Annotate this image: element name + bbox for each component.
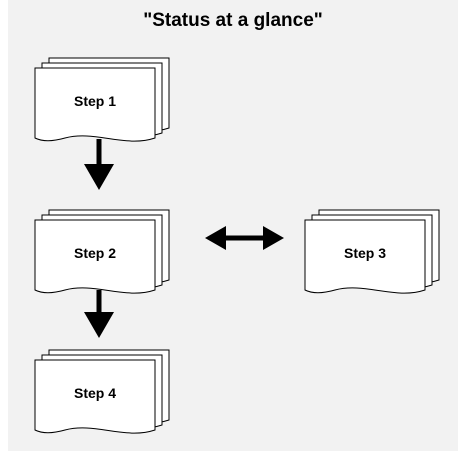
flow-diagram: Step 1 Step 2 Step 3 Step 4	[34, 57, 440, 434]
step-3-document: Step 3	[304, 209, 440, 294]
diagram-canvas: "Status at a glance" Step 1 Step 2 S	[8, 0, 458, 451]
step-4-label: Step 4	[74, 385, 116, 401]
arrow-down-step1-to-step2-icon	[84, 139, 114, 190]
step-1-document: Step 1	[34, 57, 170, 142]
arrow-down-step2-to-step4-icon	[84, 290, 114, 338]
step-3-label: Step 3	[344, 245, 386, 261]
step-1-label: Step 1	[74, 93, 116, 109]
diagram-title: "Status at a glance"	[143, 10, 323, 31]
step-4-document: Step 4	[34, 349, 170, 434]
double-arrow-step2-step3-icon	[205, 226, 284, 250]
step-2-label: Step 2	[74, 245, 116, 261]
step-2-document: Step 2	[34, 209, 170, 294]
